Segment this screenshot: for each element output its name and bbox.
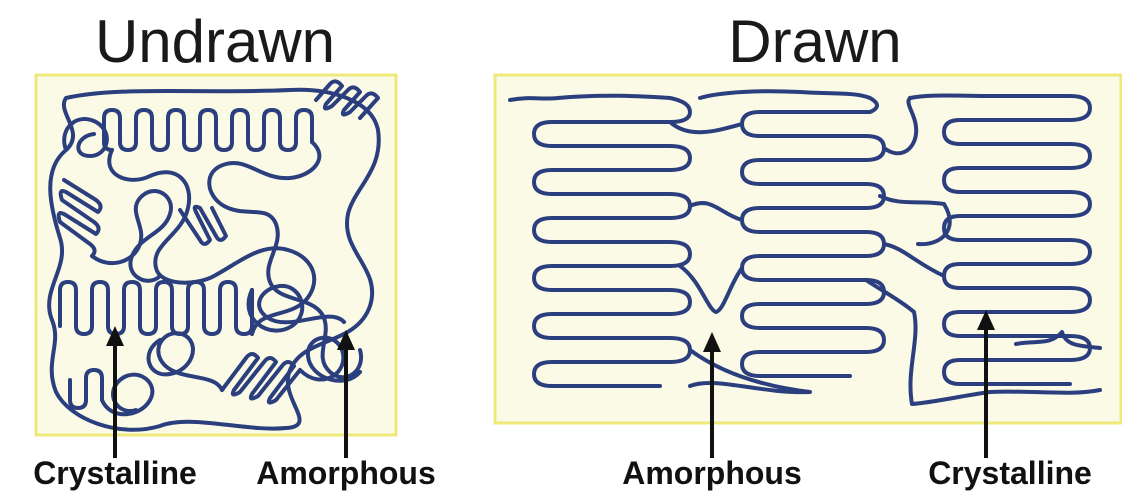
undrawn-title: Undrawn [95,8,335,75]
undrawn-amorphous-label: Amorphous [256,455,436,491]
drawn-amorphous-label: Amorphous [622,455,802,491]
drawn-panel [495,75,1121,423]
undrawn-crystalline-label: Crystalline [33,455,197,491]
drawn-title: Drawn [728,8,901,75]
drawn-crystalline-label: Crystalline [928,455,1092,491]
